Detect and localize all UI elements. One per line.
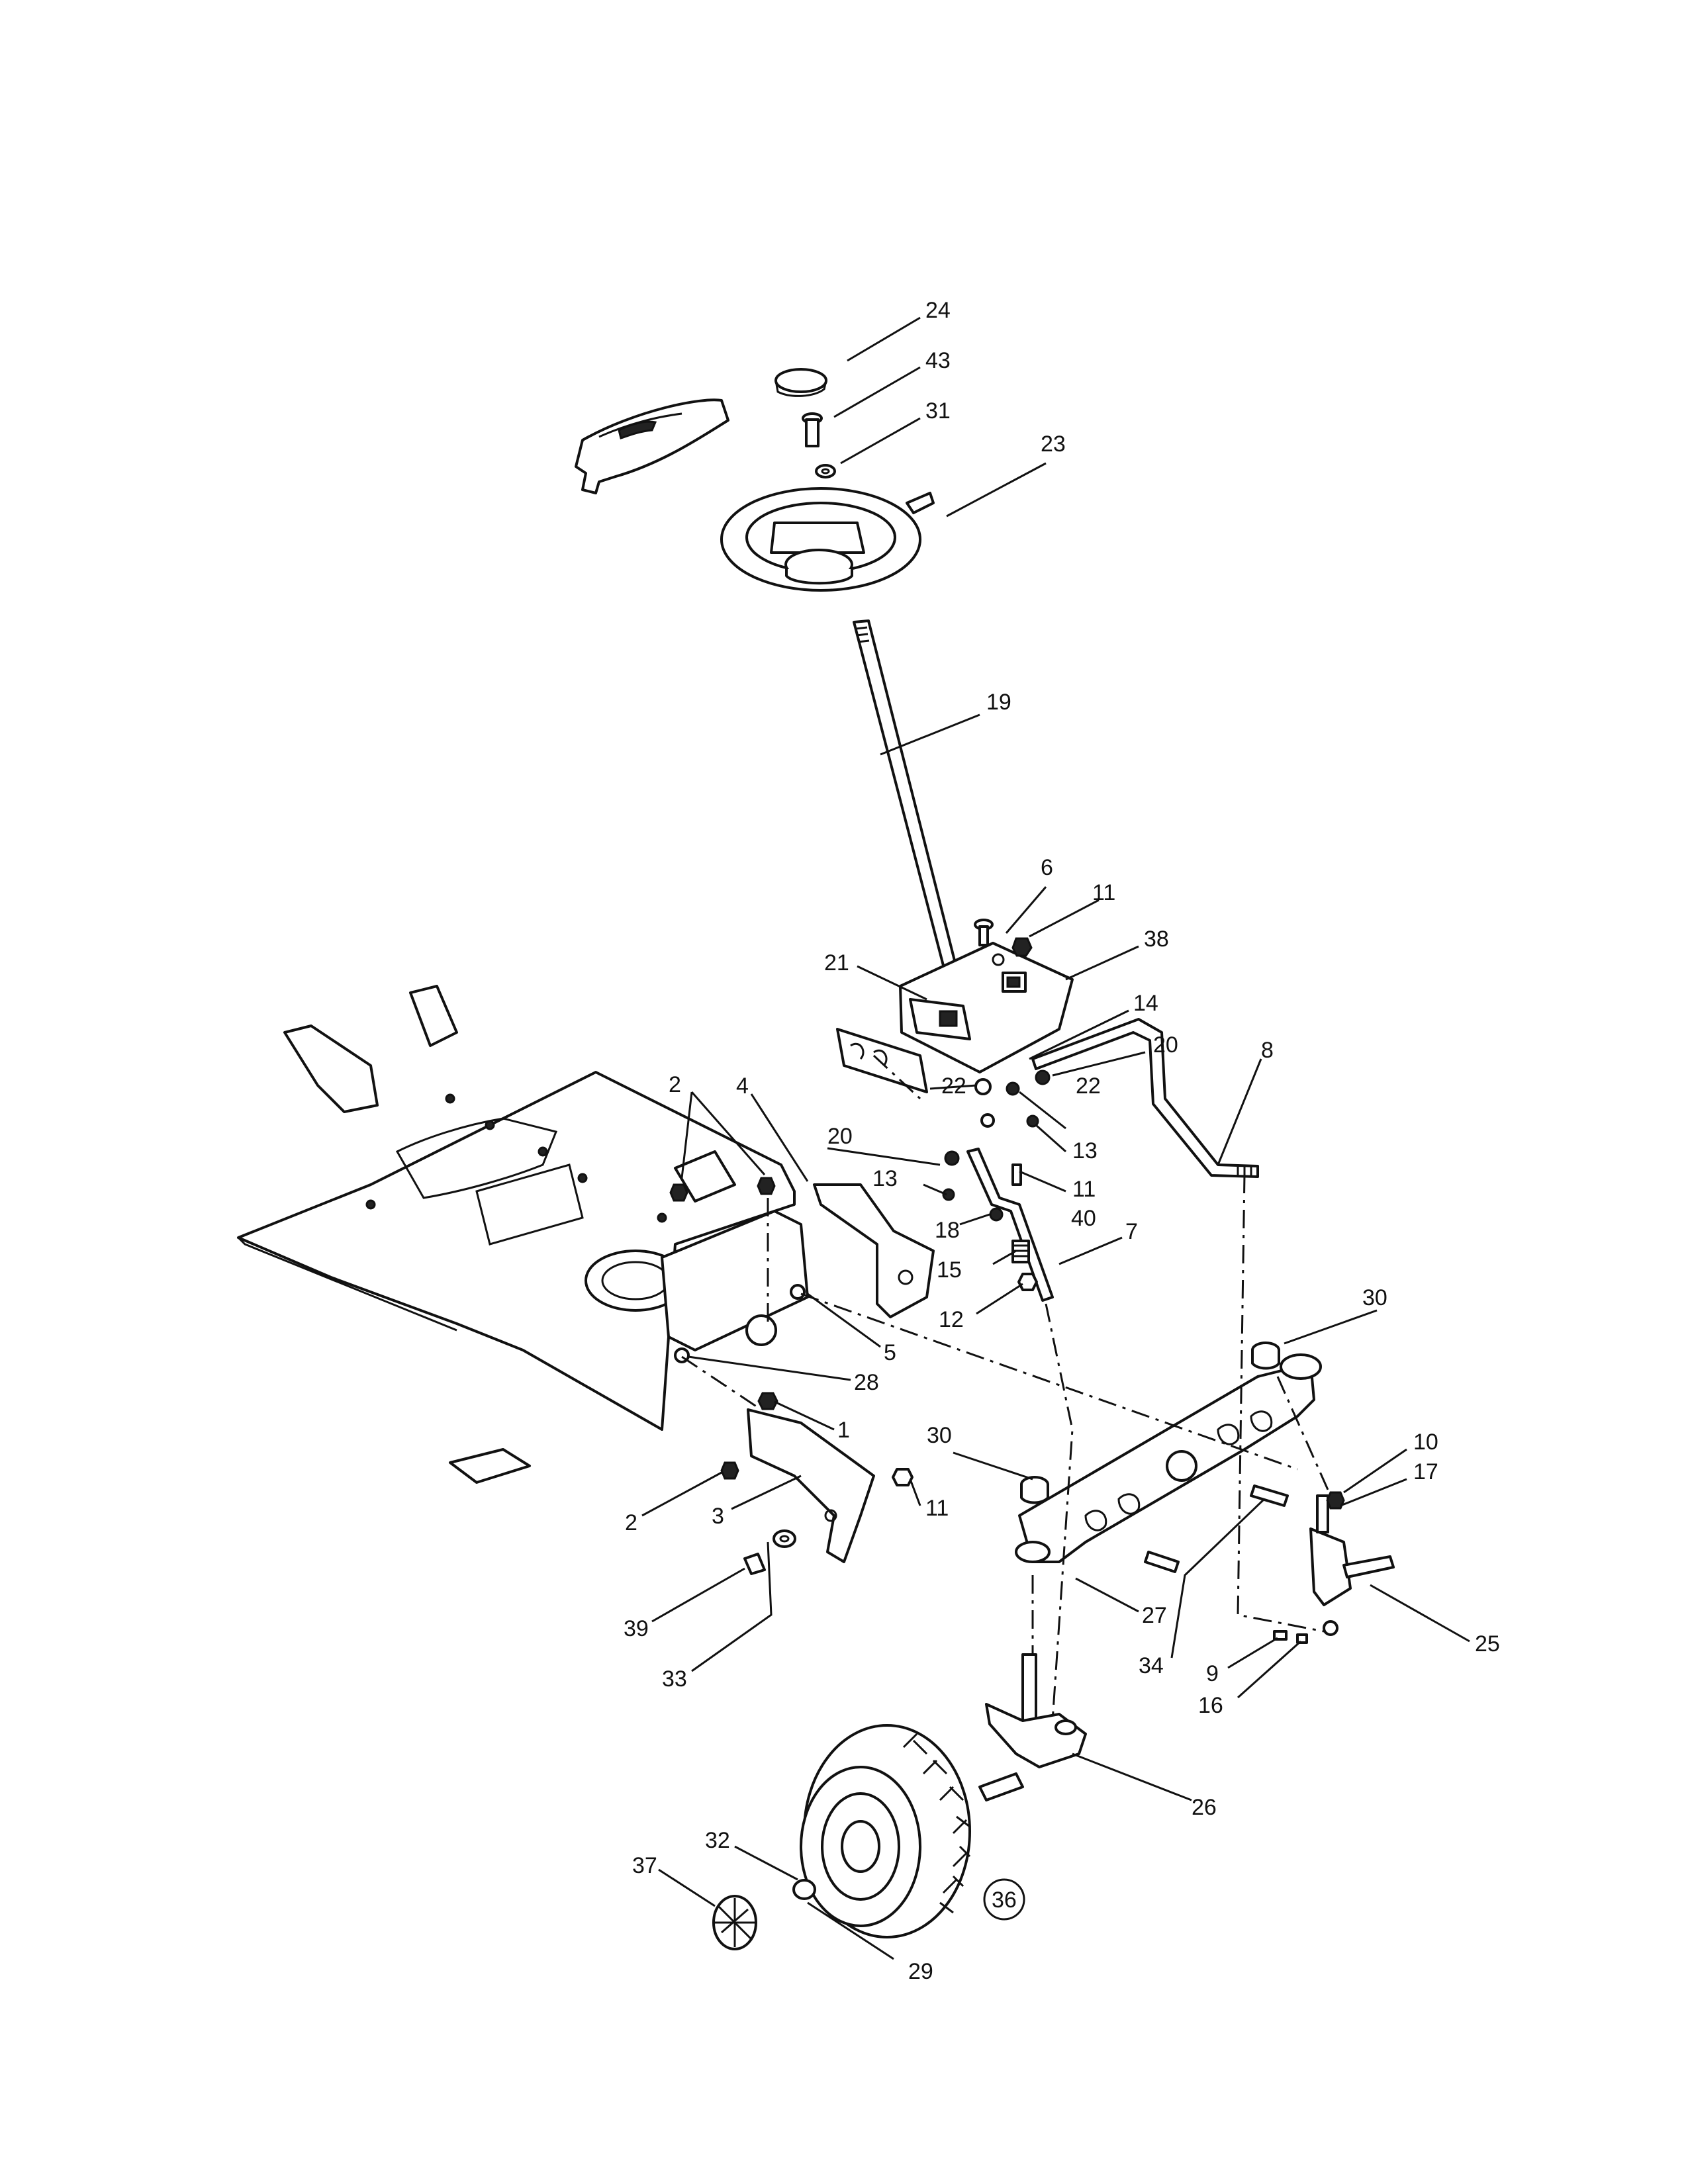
nut-12	[1017, 1273, 1038, 1291]
callout-21: 21	[824, 950, 849, 976]
callout-17: 17	[1413, 1459, 1438, 1484]
bracket-4	[813, 1183, 935, 1318]
pin-34	[1144, 1484, 1289, 1573]
callout-4: 4	[736, 1073, 749, 1099]
steering-wheel-23	[720, 487, 935, 592]
callout-23: 23	[1041, 432, 1066, 457]
bracket-3	[747, 1408, 875, 1563]
front-wheel-36	[800, 1724, 971, 1938]
callout-9: 9	[1206, 1661, 1219, 1686]
cap-24	[774, 368, 827, 397]
callout-8: 8	[1261, 1038, 1274, 1063]
callout-20-left: 20	[827, 1124, 853, 1149]
bushing-30-upper	[1251, 1342, 1280, 1370]
washer-33	[773, 1529, 796, 1548]
hardware-2-lower	[720, 1461, 739, 1480]
callout-11-lower: 11	[925, 1496, 949, 1521]
callout-19: 19	[986, 690, 1011, 715]
callout-10: 10	[1413, 1430, 1438, 1455]
callout-18: 18	[935, 1218, 960, 1243]
nut-11-top	[1011, 937, 1033, 957]
steering-wheel-cover	[575, 398, 729, 494]
bolt-39	[743, 1553, 766, 1575]
callout-28: 28	[854, 1370, 879, 1395]
callout-16: 16	[1198, 1693, 1223, 1718]
callout-33: 33	[662, 1666, 687, 1692]
assembly-lines	[681, 1054, 1332, 1721]
callout-7: 7	[1125, 1219, 1138, 1244]
frame-hardware	[669, 1177, 806, 1363]
callout-37: 37	[632, 1853, 657, 1878]
main-frame	[237, 985, 809, 1484]
leader-arrows	[641, 316, 1470, 1960]
callout-20-right: 20	[1153, 1032, 1178, 1058]
callout-labels: 24 43 31 23 19 6 11 38 21 14 20 8 2 4 20…	[624, 298, 1500, 1984]
callout-39: 39	[624, 1616, 649, 1641]
callout-1: 1	[837, 1418, 850, 1443]
callout-22-right: 22	[1076, 1073, 1101, 1099]
steering-support-38	[836, 942, 1074, 1093]
callout-30-upper: 30	[1362, 1285, 1387, 1310]
steering-hardware-cluster	[942, 1069, 1051, 1222]
spindle-26	[978, 1653, 1087, 1801]
callout-2-upper: 2	[669, 1072, 681, 1097]
callout-36-circle	[983, 1878, 1025, 1921]
callout-5: 5	[884, 1340, 896, 1365]
callout-36: 36	[992, 1888, 1017, 1913]
callout-31: 31	[925, 398, 951, 424]
bolt-43	[802, 412, 823, 447]
pin-9-16	[1273, 1630, 1308, 1644]
bolt-6	[974, 919, 994, 946]
callout-25: 25	[1475, 1631, 1500, 1657]
callout-27: 27	[1142, 1603, 1167, 1628]
callout-2-lower: 2	[625, 1510, 637, 1535]
callout-29: 29	[908, 1959, 933, 1984]
bushing-30-lower	[1020, 1476, 1049, 1504]
callout-26: 26	[1192, 1795, 1217, 1820]
callout-40: 40	[1071, 1206, 1096, 1231]
callout-11-mid: 11	[1072, 1177, 1096, 1202]
callout-34: 34	[1139, 1653, 1164, 1678]
callout-14: 14	[1133, 991, 1158, 1016]
bolt-1	[757, 1392, 778, 1410]
tie-rod-7	[966, 1148, 1054, 1302]
callout-24: 24	[925, 298, 951, 323]
drag-link-8	[1031, 1018, 1259, 1178]
callout-6: 6	[1041, 855, 1053, 880]
cap-37	[712, 1895, 757, 1950]
front-axle-27	[1015, 1353, 1322, 1563]
callout-43: 43	[925, 348, 951, 373]
spindle-25	[1309, 1491, 1395, 1636]
callout-22-left: 22	[941, 1073, 966, 1099]
callout-15: 15	[937, 1257, 962, 1283]
callout-11-top: 11	[1092, 880, 1115, 905]
callout-32: 32	[705, 1828, 730, 1853]
callout-12: 12	[939, 1307, 964, 1332]
callout-3: 3	[712, 1504, 724, 1529]
steering-shaft-19	[853, 619, 960, 979]
callout-13-left: 13	[872, 1166, 898, 1191]
nut-11-lower	[892, 1468, 914, 1486]
washer-31	[815, 464, 836, 478]
callout-13-right: 13	[1072, 1138, 1098, 1163]
callout-30-lower: 30	[927, 1423, 952, 1448]
callout-38: 38	[1144, 927, 1169, 952]
washer-32	[792, 1879, 816, 1900]
